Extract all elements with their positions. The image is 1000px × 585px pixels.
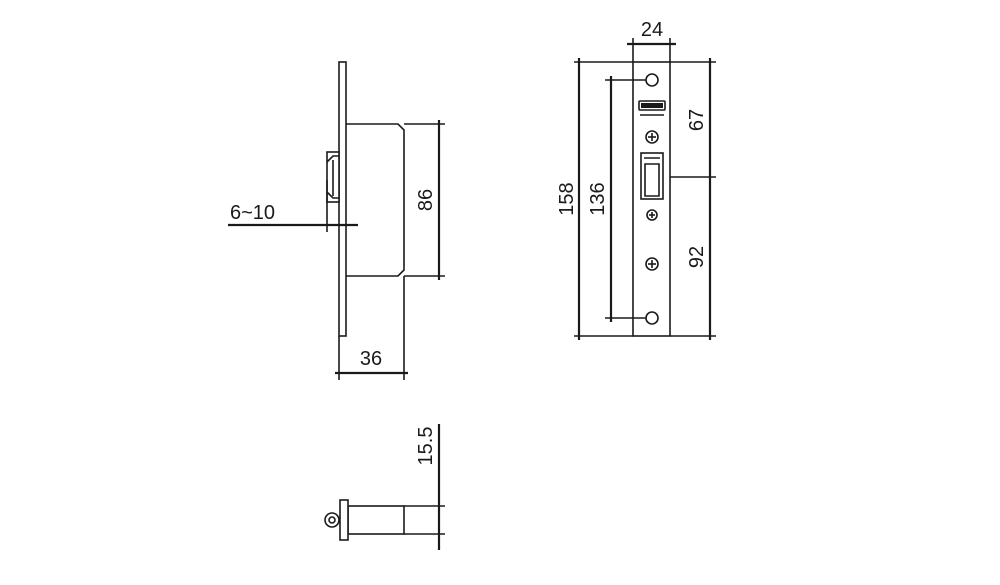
width-label: 24 bbox=[641, 19, 663, 41]
side-faceplate bbox=[338, 61, 347, 337]
latch-bolt-front bbox=[644, 157, 660, 197]
side-lock-body bbox=[346, 123, 405, 277]
faceplate-logo bbox=[638, 100, 666, 116]
end-flange bbox=[339, 499, 349, 541]
bottom-mount-hole bbox=[645, 311, 659, 325]
top-to-latch-label: 67 bbox=[686, 109, 708, 131]
side-view: 6~10 86 36 bbox=[228, 61, 445, 380]
top-mount-hole bbox=[645, 73, 659, 87]
thickness-label: 15.5 bbox=[415, 427, 437, 466]
latch-to-bottom-label: 92 bbox=[686, 246, 708, 268]
gap-dim-label: 6~10 bbox=[230, 202, 275, 224]
side-latch-chamfer bbox=[326, 155, 339, 199]
end-latch-knob-inner bbox=[328, 516, 336, 524]
end-body bbox=[347, 505, 405, 535]
screw-small bbox=[646, 209, 658, 221]
front-view: 24 158 136 67 92 bbox=[556, 19, 716, 340]
end-view: 15.5 bbox=[324, 424, 445, 550]
body-height-label: 86 bbox=[415, 189, 437, 211]
screw-lower bbox=[645, 257, 659, 271]
length-label: 158 bbox=[556, 182, 578, 215]
backset-label: 36 bbox=[360, 348, 382, 370]
screw-upper bbox=[645, 130, 659, 144]
spacing-label: 136 bbox=[587, 182, 609, 215]
end-latch-knob bbox=[324, 512, 340, 528]
